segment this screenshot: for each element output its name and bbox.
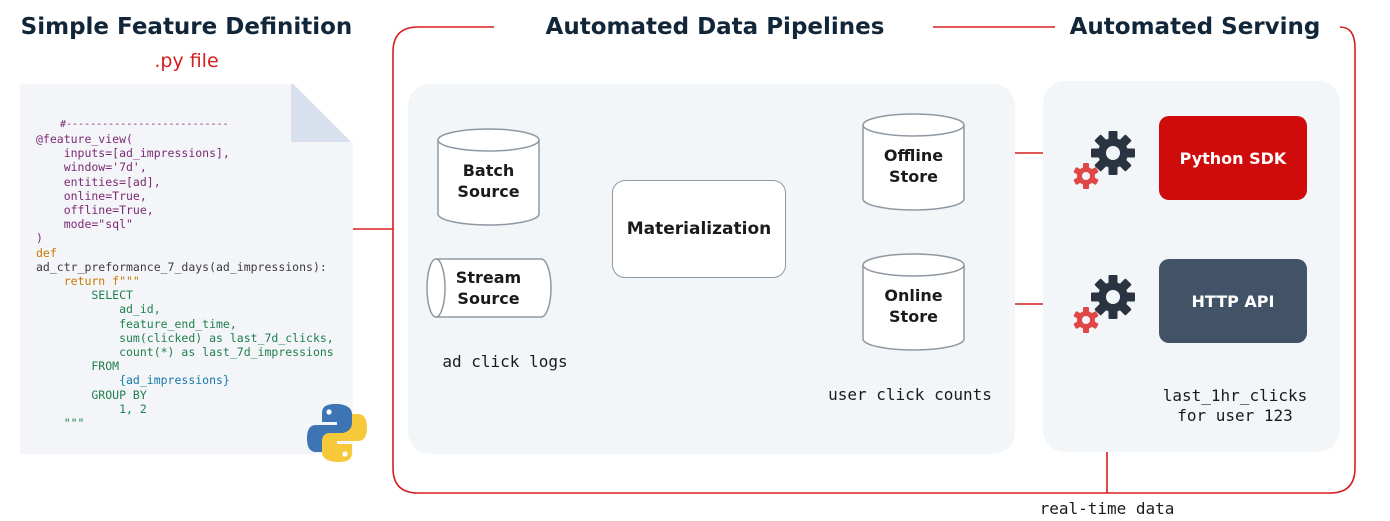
materialization-box: Materialization	[612, 180, 786, 278]
batch-source-cylinder-icon	[437, 128, 540, 226]
code-line: sum(clicked) as last_7d_clicks,	[36, 330, 334, 345]
code-line: feature_end_time,	[36, 316, 237, 331]
code-line: offline=True,	[36, 203, 154, 218]
gear-icon	[1073, 131, 1135, 189]
offline-store-cylinder-icon	[862, 113, 965, 211]
realtime-data-label: real-time data	[1039, 499, 1175, 518]
materialization-label: Materialization	[626, 219, 772, 239]
left-subtitle: .py file	[154, 50, 219, 72]
code-line: ad_ctr_preformance_7_days(ad_impressions…	[36, 259, 327, 274]
feature-definition-file: #--------------------------- @feature_vi…	[20, 84, 367, 462]
left-title: Simple Feature Definition	[20, 14, 353, 40]
code-line: """	[36, 416, 85, 431]
code-line: {ad_impressions}	[36, 373, 230, 388]
code-line: count(*) as last_7d_impressions	[36, 345, 334, 360]
http-api-label: HTTP API	[1191, 291, 1275, 311]
stream-source-label: Stream Source	[455, 268, 522, 308]
python-sdk-label: Python SDK	[1179, 148, 1287, 168]
code-line: 1, 2	[36, 401, 147, 416]
serving-title: Automated Serving	[1069, 14, 1321, 40]
online-store-label: Online Store	[884, 286, 943, 326]
code-block: @feature_view( inputs=[ad_impressions], …	[36, 132, 334, 430]
http-api-button: HTTP API	[1159, 259, 1307, 343]
pipelines-title: Automated Data Pipelines	[545, 14, 885, 40]
serving-example-line2: for user 123	[1177, 406, 1293, 425]
code-line: ad_id,	[36, 302, 161, 317]
python-sdk-button: Python SDK	[1159, 116, 1307, 200]
code-line: @feature_view(	[36, 132, 133, 146]
code-line: entities=[ad],	[36, 174, 161, 189]
batch-source-label: Batch Source	[457, 161, 520, 201]
code-faint-comment: #---------------------------	[60, 119, 229, 130]
code-line: mode="sql"	[36, 217, 133, 232]
stream-source-cylinder-icon	[426, 258, 552, 318]
python-logo-icon	[307, 404, 367, 462]
code-line: window='7d',	[36, 160, 147, 175]
user-click-counts-label: user click counts	[828, 385, 992, 404]
ad-click-logs-label: ad click logs	[442, 352, 568, 371]
offline-store-label: Offline Store	[883, 146, 944, 186]
code-line: SELECT	[36, 288, 133, 303]
code-line: online=True,	[36, 188, 147, 203]
code-line: def	[36, 245, 57, 260]
online-store-cylinder-icon	[862, 253, 965, 351]
serving-example-line1: last_1hr_clicks	[1162, 386, 1308, 405]
code-line: GROUP BY	[36, 387, 147, 402]
code-line: )	[36, 231, 43, 246]
code-line: FROM	[36, 359, 120, 374]
code-line: inputs=[ad_impressions],	[36, 146, 230, 161]
page-fold-icon	[291, 84, 353, 142]
code-line: return f"""	[36, 274, 140, 289]
gear-icon	[1073, 275, 1135, 333]
